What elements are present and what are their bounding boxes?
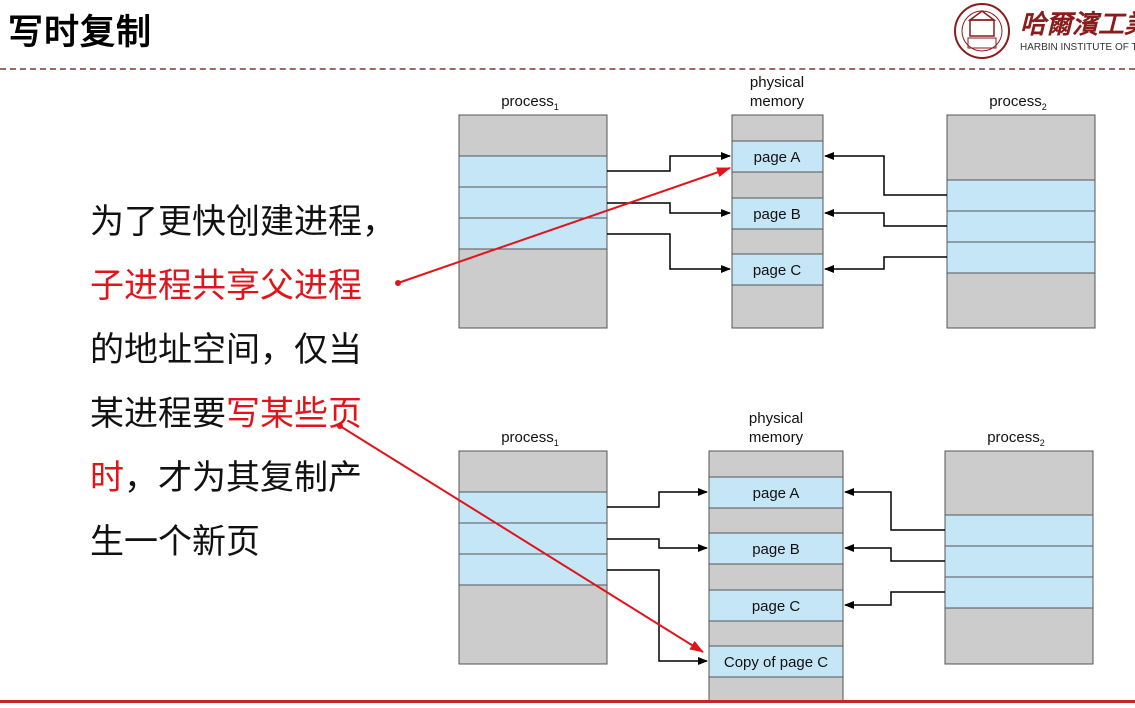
text-line-4-black: 某进程要 <box>90 394 226 434</box>
top-process1-block <box>458 114 608 329</box>
pointer-arrow-shared <box>397 167 731 284</box>
seal-icon <box>954 3 1010 59</box>
slide-title: 写时复制 <box>8 13 153 53</box>
bottom-diagram: process1 physical memory process2 page A… <box>458 410 1094 702</box>
bottom-arrows-process2 <box>844 488 945 609</box>
text-line-4: 某进程要写某些页 <box>90 382 396 446</box>
text-line-5-black: ，才为其复制产 <box>124 458 362 498</box>
text-line-6: 生一个新页 <box>90 522 260 562</box>
bottom-page-a: page A <box>753 485 800 502</box>
bottom-copy-of-page-c: Copy of page C <box>724 654 828 671</box>
top-process2-block <box>946 114 1096 329</box>
top-memory-label-1: physical <box>750 74 804 91</box>
bottom-memory-label-2: memory <box>749 429 804 446</box>
bottom-process2-label: process2 <box>987 429 1045 448</box>
text-line-2: 子进程共享父进程 <box>90 266 362 306</box>
pointer-arrow-write <box>339 425 704 653</box>
bottom-arrows-process1 <box>607 488 708 665</box>
top-process1-label: process1 <box>501 93 559 112</box>
text-line-3: 的地址空间，仅当 <box>90 330 362 370</box>
top-memory-label-2: memory <box>750 93 805 110</box>
top-arrows-process1 <box>607 152 731 273</box>
bottom-page-b: page B <box>752 541 800 558</box>
text-line-5-red: 时 <box>90 458 124 498</box>
bottom-divider <box>0 700 1135 703</box>
bottom-process1-label: process1 <box>501 429 559 448</box>
text-line-1: 为了更快创建进程， <box>90 202 396 242</box>
text-line-5: 时，才为其复制产 <box>90 446 396 510</box>
red-pointer-arrows <box>337 167 731 653</box>
university-logo: 哈爾濱工業 HARBIN INSTITUTE OF T <box>948 0 1135 64</box>
logo-subtitle: HARBIN INSTITUTE OF T <box>1020 42 1135 53</box>
top-memory-block <box>731 114 824 329</box>
explanation-text: 为了更快创建进程， 子进程共享父进程 的地址空间，仅当 某进程要写某些页 时，才… <box>90 190 396 574</box>
title-divider <box>0 68 1135 70</box>
top-diagram: process1 physical memory process2 page A… <box>458 74 1096 329</box>
top-process2-label: process2 <box>989 93 1047 112</box>
top-page-a: page A <box>754 149 801 166</box>
bottom-memory-block <box>708 450 844 702</box>
bottom-process1-block <box>458 450 608 665</box>
top-arrows-process2 <box>824 152 947 273</box>
top-page-c: page C <box>753 262 802 279</box>
bottom-page-c: page C <box>752 598 801 615</box>
top-page-b: page B <box>753 206 801 223</box>
bottom-memory-label-1: physical <box>749 410 803 427</box>
bottom-process2-block <box>944 450 1094 665</box>
logo-name: 哈爾濱工業 <box>1020 10 1135 40</box>
